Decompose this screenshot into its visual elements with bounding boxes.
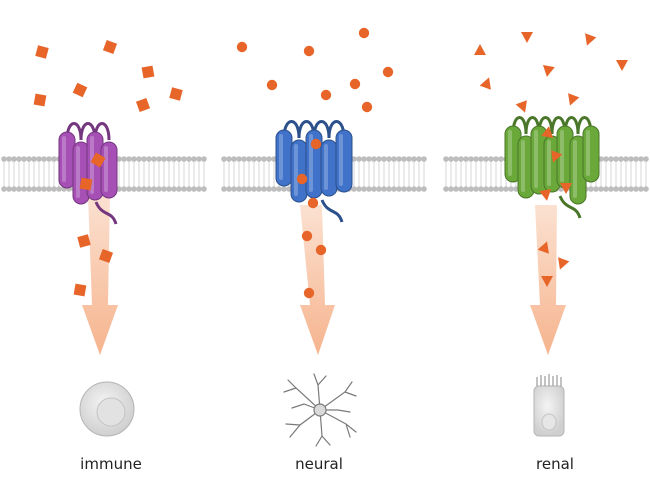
neuron-icon: [283, 373, 357, 447]
receptor-neural: [275, 120, 353, 223]
epithelial-cell-icon: [533, 374, 565, 437]
signal-arrow-neural: [300, 205, 335, 355]
immune-cell-icon: [79, 381, 135, 437]
label-immune: immune: [80, 455, 142, 473]
ligands-neural: [236, 27, 394, 299]
receptor-renal: [504, 116, 600, 219]
ligands-immune: [33, 39, 183, 297]
label-neural: neural: [295, 455, 343, 473]
signal-arrow-immune: [82, 195, 118, 355]
ligands-renal: [474, 32, 628, 287]
label-renal: renal: [536, 455, 574, 473]
